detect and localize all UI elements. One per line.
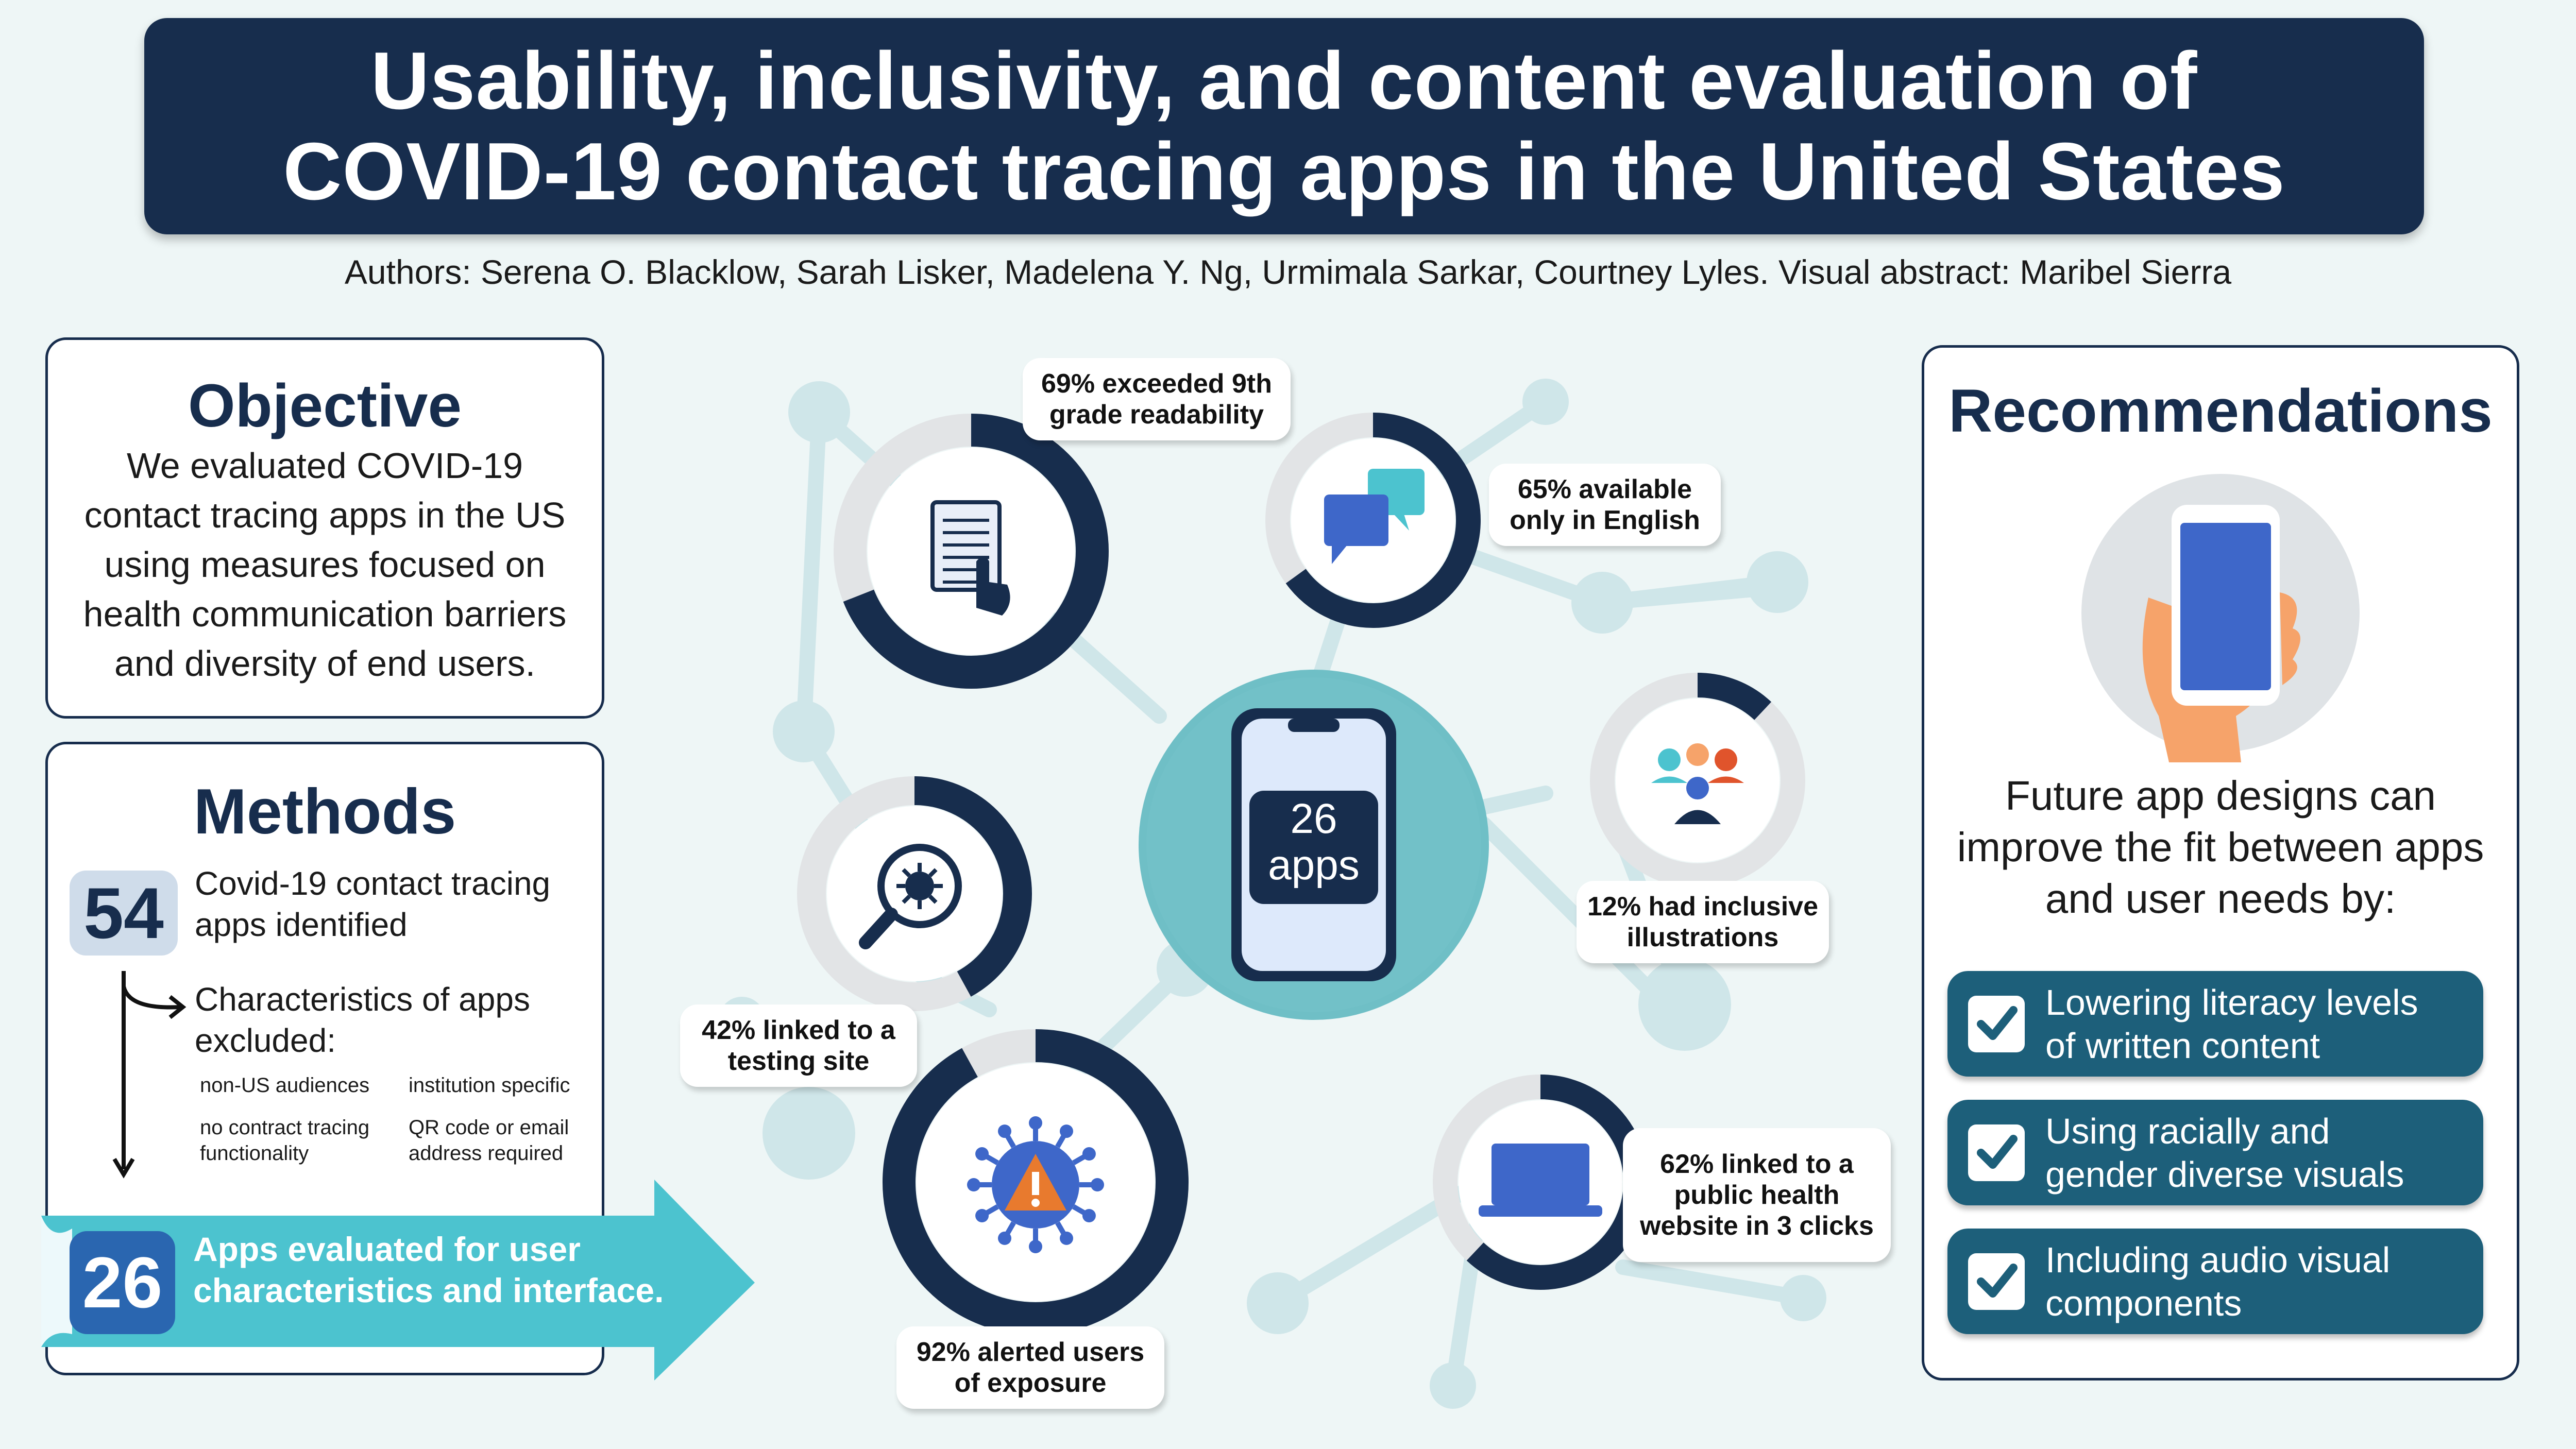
evaluated-arrow	[41, 1180, 755, 1380]
objective-line: and diversity of end users.	[114, 643, 536, 684]
objective-line: We evaluated COVID-19	[126, 446, 523, 486]
methods-flow-arrow	[112, 971, 187, 1179]
rec-audio-line1: Including audio visual	[2045, 1239, 2391, 1280]
stat-english-line1: 65% available	[1517, 474, 1692, 504]
rec-literacy-line1: Lowering literacy levels	[2045, 982, 2418, 1022]
objective-line: using measures focused on	[104, 544, 546, 585]
excl-item-qr: QR code or email	[409, 1116, 569, 1139]
stat-exposure-line1: 92% alerted users	[916, 1337, 1145, 1367]
authors-line: Authors: Serena O. Blacklow, Sarah Liske…	[344, 253, 2232, 291]
donut-arc-5	[883, 1029, 1189, 1335]
stat-illustrations-line1: 12% had inclusive	[1587, 892, 1818, 922]
rec-intro-line: improve the fit between apps	[1957, 824, 2484, 870]
evaluated-text: Apps evaluated for user characteristics …	[193, 1229, 698, 1311]
checkbox-checked-icon	[1968, 995, 2025, 1052]
stat-website-line2: public health	[1674, 1180, 1840, 1210]
objective-line: health communication barriers	[83, 594, 567, 634]
objective-line: contact tracing apps in the US	[84, 495, 566, 535]
center-count: 26	[1290, 795, 1337, 842]
identified-line1: Covid-19 contact tracing	[195, 865, 551, 902]
evaluated-line1: Apps evaluated for user	[193, 1230, 581, 1268]
stat-website-line3: website in 3 clicks	[1640, 1211, 1874, 1241]
laptop-icon	[1479, 1144, 1602, 1217]
rec-intro-line: and user needs by:	[2045, 876, 2396, 922]
checkbox-checked-icon	[1968, 1253, 2025, 1310]
stat-readability-line2: grade readability	[1049, 400, 1264, 430]
hand-phone-icon	[2081, 474, 2360, 762]
excl-item-qr-2: address required	[409, 1142, 564, 1165]
excluded-line2: excluded:	[195, 1022, 336, 1059]
methods-title: Methods	[193, 776, 456, 847]
diverse-people-icon	[1651, 743, 1744, 824]
excl-item-institution: institution specific	[409, 1074, 570, 1097]
rec-item-audio-label: Including audio visual components	[2045, 1238, 2390, 1325]
rec-item-literacy: Lowering literacy levels of written cont…	[1947, 971, 2483, 1077]
title-line-2: COVID-19 contact tracing apps in the Uni…	[283, 126, 2285, 217]
identified-line2: apps identified	[195, 906, 408, 943]
rec-literacy-line2: of written content	[2045, 1025, 2320, 1066]
donut-arc-2	[1590, 673, 1805, 888]
stat-readability-line1: 69% exceeded 9th	[1041, 369, 1273, 399]
donut-arc-1	[1265, 413, 1481, 628]
stat-testing-line2: testing site	[727, 1046, 870, 1076]
excluded-line1: Characteristics of apps	[195, 981, 530, 1018]
excluded-text: Characteristics of apps excluded:	[195, 979, 597, 1061]
rec-item-diverse-visuals: Using racially and gender diverse visual…	[1947, 1100, 2483, 1205]
document-touch-icon	[930, 500, 1010, 616]
network-nodes	[719, 379, 1826, 1409]
rec-item-diverse-label: Using racially and gender diverse visual…	[2045, 1110, 2404, 1196]
center-label: apps	[1268, 842, 1360, 889]
rec-item-literacy-label: Lowering literacy levels of written cont…	[2045, 981, 2418, 1067]
rec-item-audio-visual: Including audio visual components	[1947, 1229, 2483, 1334]
donut-arc-3	[797, 776, 1032, 1011]
stat-website-line1: 62% linked to a	[1660, 1149, 1854, 1179]
objective-panel: Objective We evaluated COVID-19 contact …	[45, 337, 604, 719]
title-line-1: Usability, inclusivity, and content eval…	[370, 36, 2198, 126]
checkbox-checked-icon	[1968, 1124, 2025, 1181]
recommendations-title: Recommendations	[1948, 377, 2493, 445]
chat-bubbles-icon	[1324, 469, 1425, 564]
identified-count-badge: 54	[70, 871, 178, 956]
objective-title: Objective	[188, 372, 462, 440]
recommendations-intro: Future app designs can improve the fit b…	[1927, 770, 2514, 925]
stat-illustrations-line2: illustrations	[1626, 923, 1779, 952]
rec-diverse-line1: Using racially and	[2045, 1111, 2330, 1151]
excl-item-non-us: non-US audiences	[200, 1074, 370, 1097]
excl-item-no-tracing-2: functionality	[200, 1142, 309, 1165]
identified-text: Covid-19 contact tracing apps identified	[195, 863, 597, 945]
stat-exposure-line2: of exposure	[954, 1368, 1107, 1398]
donut-arc-0	[834, 414, 1109, 689]
objective-text: We evaluated COVID-19 contact tracing ap…	[48, 441, 602, 688]
evaluated-line2: characteristics and interface.	[193, 1271, 664, 1309]
rec-intro-line: Future app designs can	[2005, 773, 2436, 819]
stat-english-line2: only in English	[1510, 505, 1700, 535]
stat-testing-line1: 42% linked to a	[702, 1015, 895, 1045]
evaluated-count-badge: 26	[82, 1242, 163, 1323]
rec-diverse-line2: gender diverse visuals	[2045, 1154, 2404, 1195]
rec-audio-line2: components	[2045, 1283, 2242, 1323]
virus-warning-icon	[967, 1116, 1104, 1253]
title-banner: Usability, inclusivity, and content eval…	[144, 18, 2424, 234]
magnifier-virus-icon	[859, 844, 962, 949]
excl-item-no-tracing: no contract tracing	[200, 1116, 370, 1139]
